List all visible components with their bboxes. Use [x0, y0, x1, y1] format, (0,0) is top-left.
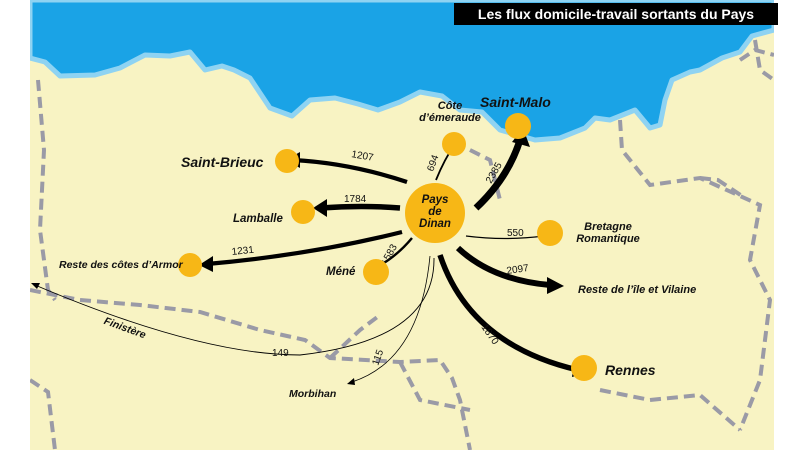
- arrowhead-reste-cotes: [199, 256, 213, 272]
- flow-arrow-reste-ile: [455, 245, 551, 288]
- flow-arrow-saint-malo: [473, 138, 524, 211]
- value-saint-brieuc: 1207: [350, 149, 374, 164]
- label-morbihan: Morbihan: [289, 388, 337, 400]
- label-saint-malo: Saint-Malo: [480, 94, 551, 110]
- circle-lamballe: [291, 200, 315, 224]
- circle-reste-cotes: [178, 253, 202, 277]
- label-reste-cotes: Reste des côtes d’Armor: [59, 259, 183, 271]
- label-pays-de-dinan: Pays de Dinan: [410, 194, 460, 230]
- arrowhead-morbihan: [347, 378, 355, 385]
- label-cote-line-2: d’émeraude: [419, 111, 481, 124]
- value-morbihan: 115: [370, 348, 386, 367]
- origin-line-3: Dinan: [419, 218, 451, 231]
- value-reste-cotes: 1231: [231, 245, 255, 258]
- label-cote-line-1: Côte: [437, 100, 463, 112]
- origin-line-1: Pays: [421, 194, 449, 206]
- circle-saint-malo: [505, 113, 531, 139]
- value-finistere: 149: [272, 348, 289, 359]
- arrowhead-reste-ile: [547, 277, 564, 294]
- label-cote-emeraude: Côte d’émeraude: [410, 100, 490, 124]
- circle-pays-de-dinan: [405, 183, 465, 243]
- flow-arrow-saint-brieuc: [292, 157, 408, 184]
- flow-arrow-bretagne: [465, 235, 545, 240]
- label-bretagne-line-1: Bretagne: [584, 221, 632, 233]
- circle-mene: [363, 259, 389, 285]
- value-lamballe: 1784: [344, 194, 367, 205]
- flow-arrow-morbihan: [351, 255, 431, 383]
- flow-arrow-rennes: [437, 254, 579, 373]
- label-bretagne-romantique: Bretagne Romantique: [568, 221, 648, 245]
- circle-bretagne: [537, 220, 563, 246]
- origin-line-2: de: [428, 206, 442, 219]
- label-saint-brieuc: Saint-Brieuc: [181, 154, 264, 170]
- circle-saint-brieuc: [275, 149, 299, 173]
- value-reste-ile: 2097: [506, 263, 530, 277]
- label-mene: Méné: [326, 266, 356, 278]
- label-lamballe: Lamballe: [233, 213, 283, 225]
- circle-cote: [442, 132, 466, 156]
- sea-area: [30, 0, 774, 143]
- arrowhead-lamballe: [313, 199, 327, 217]
- flow-arrow-reste-cotes: [206, 229, 403, 267]
- flow-arrow-lamballe: [320, 203, 401, 211]
- administrative-borders: [30, 39, 774, 450]
- value-bretagne: 550: [507, 228, 524, 239]
- place-circles: [178, 113, 597, 381]
- flow-arrow-finistere: [34, 257, 435, 356]
- circle-rennes: [571, 355, 597, 381]
- map-title: Les flux domicile-travail sortants du Pa…: [454, 3, 778, 25]
- arrowhead-finistere: [31, 283, 40, 289]
- label-reste-ile: Reste de l’île et Vilaine: [578, 284, 697, 296]
- label-rennes: Rennes: [605, 362, 656, 378]
- label-bretagne-line-2: Romantique: [576, 232, 640, 245]
